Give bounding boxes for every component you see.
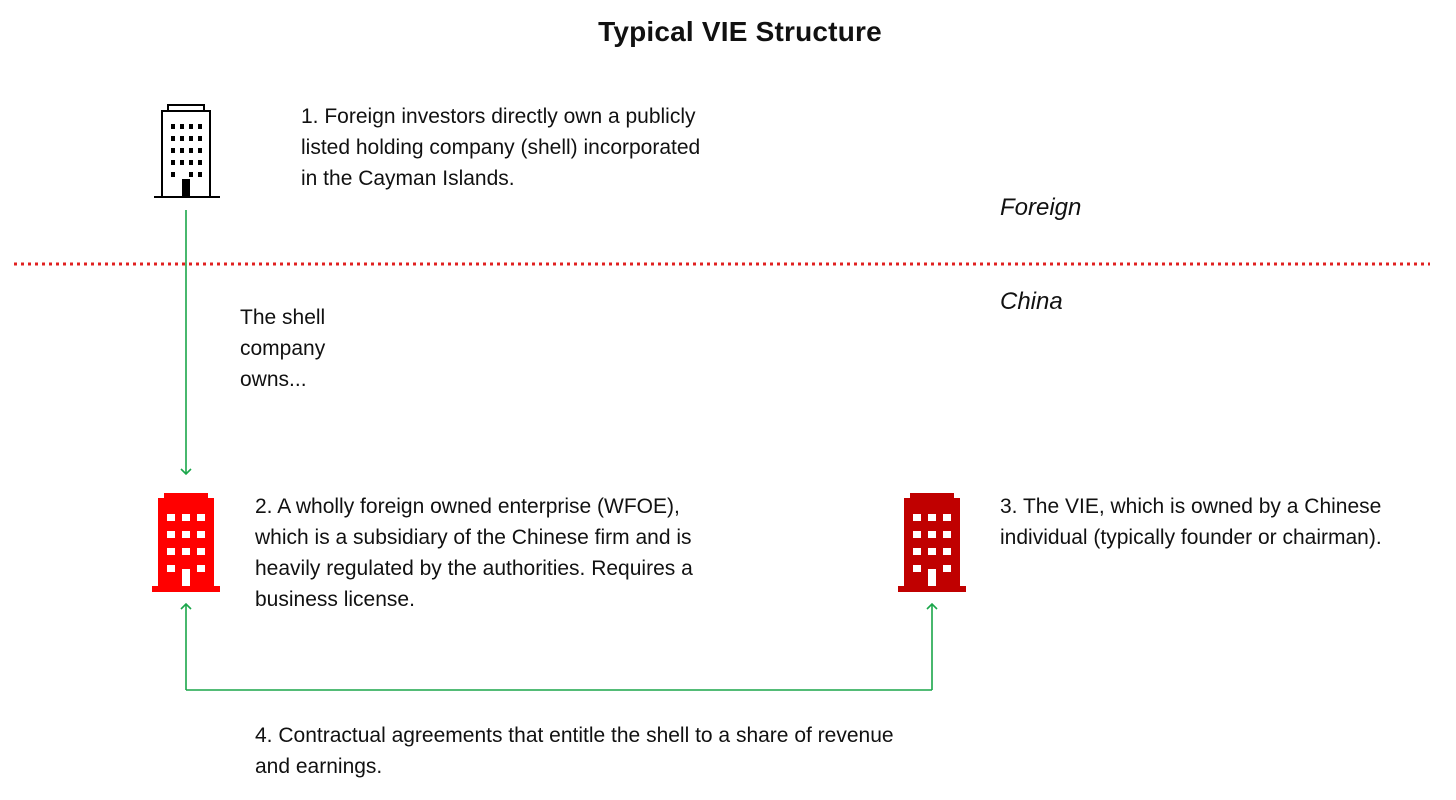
office-building-outline-icon: [154, 104, 220, 198]
office-building-dark-red-icon: [898, 493, 966, 592]
contractual-connector: [180, 602, 938, 691]
office-building-red-icon: [152, 493, 220, 592]
step-4-text: 4. Contractual agreements that entitle t…: [255, 724, 894, 778]
ownership-arrow-label: The shell company owns...: [240, 306, 326, 391]
step-1-text: 1. Foreign investors directly own a publ…: [301, 105, 701, 190]
region-label-china: China: [1000, 288, 1063, 315]
diagram-title: Typical VIE Structure: [598, 16, 882, 47]
region-label-foreign: Foreign: [1000, 194, 1082, 221]
step-2-text: 2. A wholly foreign owned enterprise (WF…: [255, 495, 693, 611]
step-3-text: 3. The VIE, which is owned by a Chinese …: [1000, 495, 1382, 549]
